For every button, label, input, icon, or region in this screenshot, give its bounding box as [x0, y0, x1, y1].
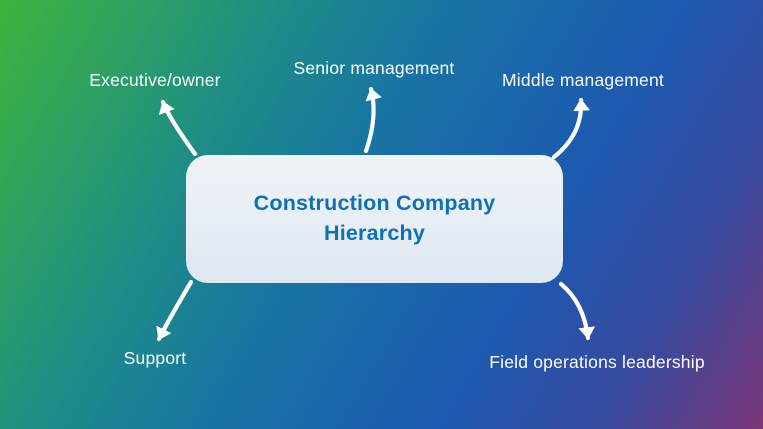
arrow-field-operations-icon [558, 281, 596, 341]
branch-label-senior-management: Senior management [293, 58, 455, 78]
central-node: Construction Company Hierarchy [186, 155, 563, 283]
arrow-senior-management-icon [363, 86, 382, 154]
arrow-executive-owner-icon [158, 99, 198, 157]
arrow-support-icon [156, 279, 194, 342]
branch-label-executive-owner: Executive/owner [89, 70, 221, 90]
branch-label-middle-management: Middle management [502, 70, 664, 90]
branch-label-support: Support [123, 348, 187, 368]
arrow-middle-management-icon [551, 97, 591, 160]
diagram-title: Construction Company Hierarchy [253, 191, 496, 245]
branch-label-field-operations-leadership: Field operations leadership [489, 352, 705, 372]
